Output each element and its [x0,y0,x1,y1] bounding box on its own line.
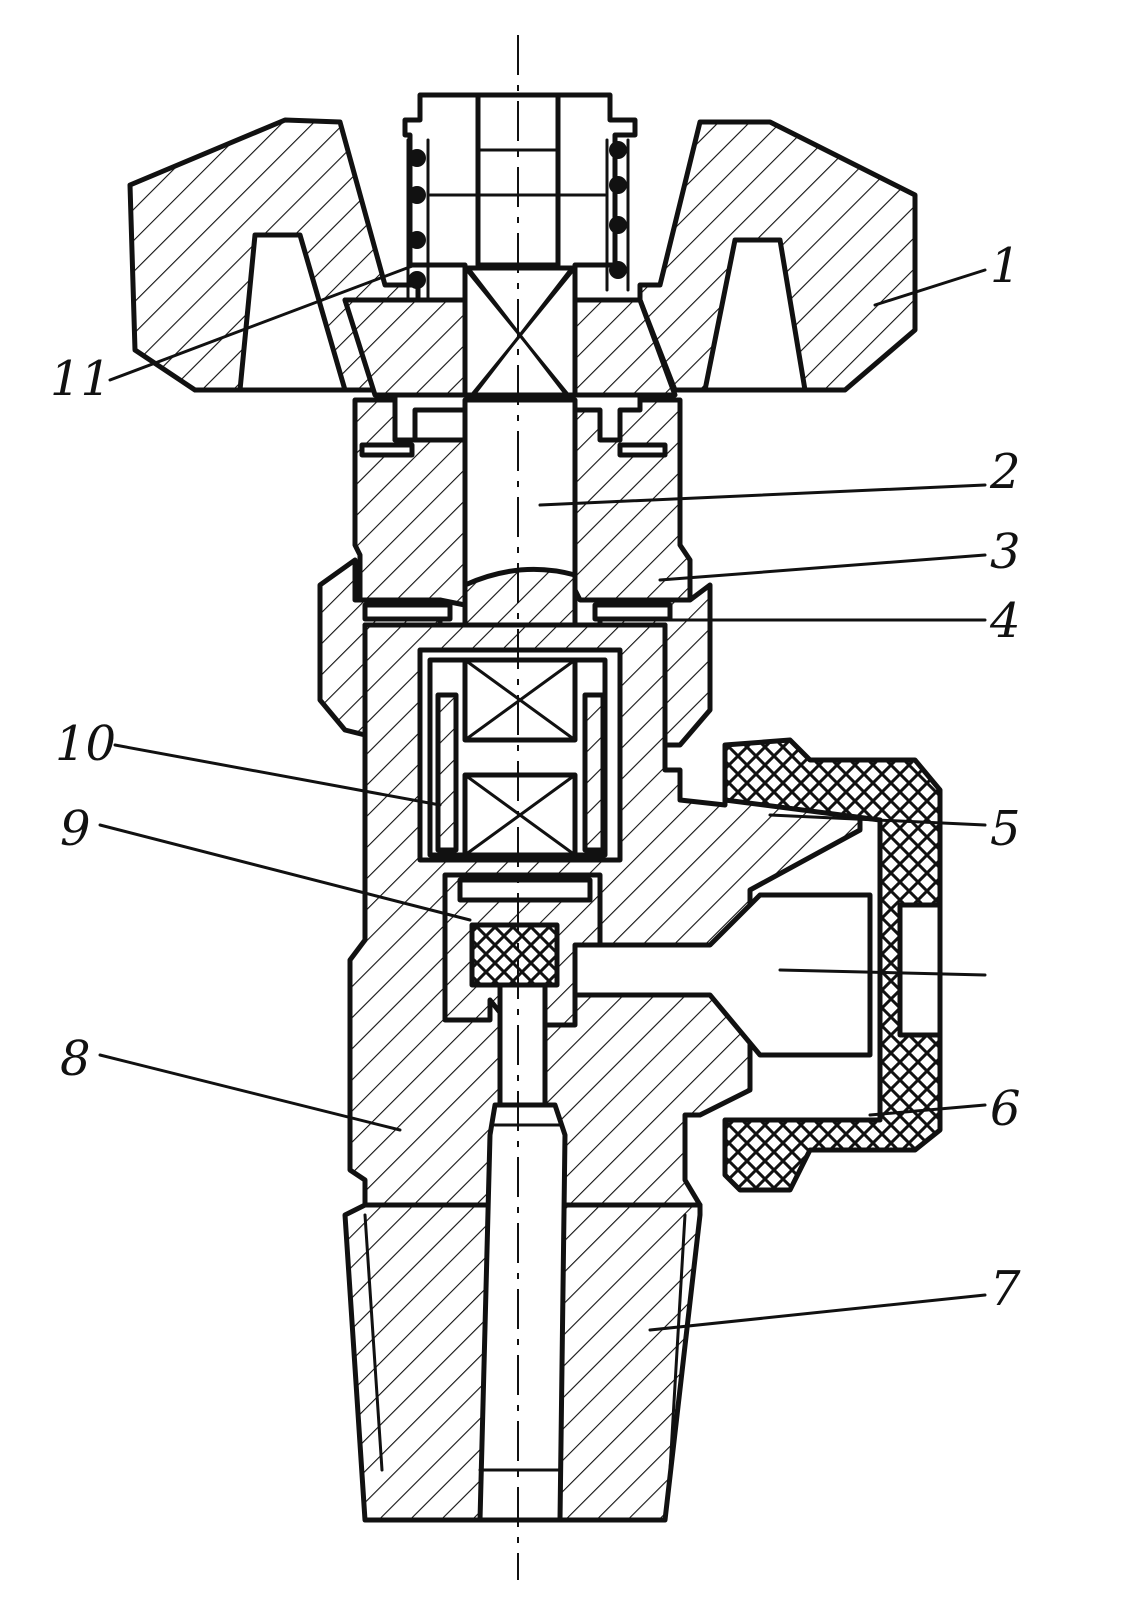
spring-coils [406,138,630,302]
stem [462,397,578,653]
callout-label-5: 5 [990,801,1021,857]
callout-label-3: 3 [990,524,1021,580]
callout-label-6: 6 [990,1081,1021,1137]
callout-label-10: 10 [55,716,116,772]
callout-label-11: 11 [50,351,111,407]
callout-label-8: 8 [60,1031,91,1087]
cap-nut [722,737,943,1193]
outlet-channel [497,892,873,1108]
callout-label-9: 9 [60,801,91,857]
callout-label-7: 7 [990,1261,1021,1317]
leader-lines [98,263,987,1332]
callout-label-2: 2 [989,444,1021,500]
callout-label-1: 1 [990,238,1021,294]
callout-labels: 1 2 3 4 5 6 7 8 9 10 11 [50,238,1021,1317]
callout-label-4: 4 [989,593,1021,649]
square-drive [462,265,578,406]
tapered-shank [342,1102,703,1523]
spindle-nut [402,92,638,278]
valve-cartridge [427,657,608,858]
gland-nut [352,392,693,608]
seat-holder [442,872,603,1028]
